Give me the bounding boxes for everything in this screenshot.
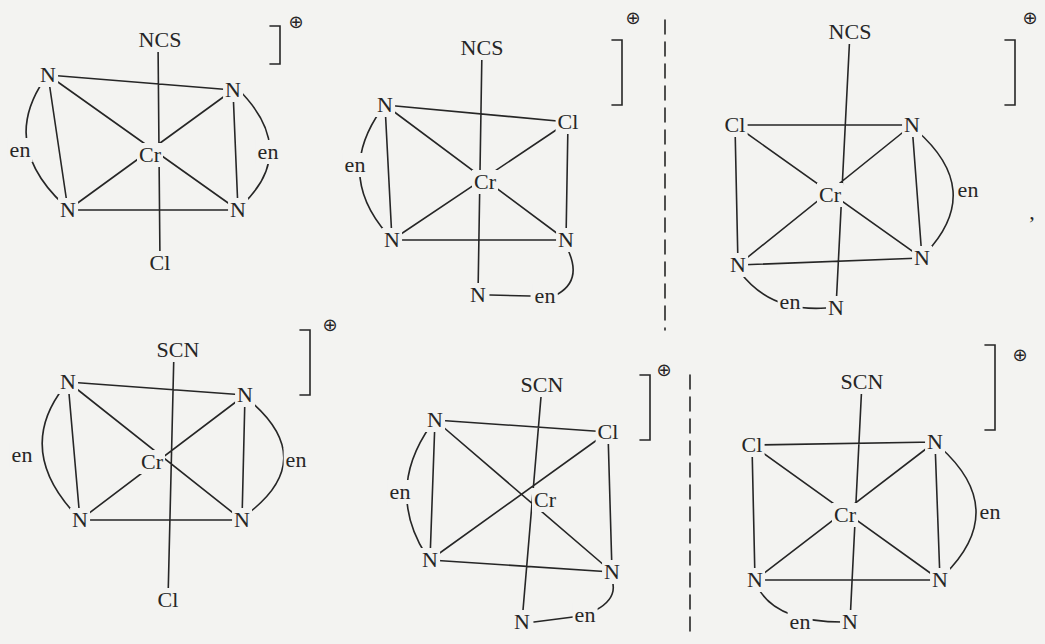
- charge: ⊕: [1020, 8, 1039, 28]
- chelate-label: en: [788, 610, 813, 634]
- donor-atom: N: [70, 508, 90, 532]
- charge: ⊕: [623, 8, 642, 28]
- ligand: SCN: [519, 373, 566, 397]
- mirror-plane: [689, 375, 691, 635]
- ligand: Cl: [740, 433, 765, 457]
- donor-atom: N: [602, 560, 622, 584]
- donor-atom: N: [556, 228, 576, 252]
- donor-atom: N: [902, 113, 922, 137]
- charge: ⊕: [320, 315, 339, 335]
- ligand: Cl: [148, 251, 173, 275]
- charge-bracket: [300, 330, 310, 395]
- donor-atom: N: [826, 296, 846, 320]
- charge: ⊕: [286, 12, 305, 32]
- donor-atom: N: [468, 283, 488, 307]
- octahedron-edges: [48, 40, 238, 263]
- chelate-label: en: [10, 443, 35, 467]
- ligand: Cl: [156, 588, 181, 612]
- chelate-label: en: [388, 480, 413, 504]
- chelate-label: en: [956, 178, 981, 202]
- donor-atom: N: [840, 610, 860, 634]
- charge-bracket: [1005, 40, 1015, 105]
- ligand: Cl: [596, 420, 621, 444]
- octahedron-edges: [430, 385, 612, 622]
- punctuation: ,: [1027, 200, 1037, 224]
- metal-atom: Cr: [137, 143, 163, 167]
- ligand: SCN: [839, 370, 886, 394]
- donor-atom: N: [382, 228, 402, 252]
- chelate-label: en: [778, 290, 803, 314]
- donor-atom: N: [745, 568, 765, 592]
- donor-atom: N: [925, 430, 945, 454]
- octahedron-edges: [385, 48, 568, 295]
- charge-bracket: [270, 26, 280, 64]
- mirror-plane: [664, 20, 666, 330]
- donor-atom: N: [912, 246, 932, 270]
- chelate-arc: [757, 447, 976, 622]
- metal-atom: Cr: [817, 183, 843, 207]
- chelate-label: en: [256, 140, 281, 164]
- donor-atom: N: [728, 253, 748, 277]
- donor-atom: N: [232, 508, 252, 532]
- donor-atom: N: [223, 78, 243, 102]
- chelate-label: en: [533, 284, 558, 308]
- ligand: NCS: [827, 20, 874, 44]
- metal-atom: Cr: [832, 503, 858, 527]
- donor-atom: N: [38, 63, 58, 87]
- metal-atom: Cr: [472, 170, 498, 194]
- charge-bracket: [640, 375, 650, 440]
- charge: ⊕: [1010, 345, 1029, 365]
- ligand: NCS: [459, 36, 506, 60]
- octahedron-edges: [68, 350, 245, 600]
- chelate-label: en: [343, 153, 368, 177]
- chelate-label: en: [8, 138, 33, 162]
- chelate-arc: [740, 130, 953, 308]
- donor-atom: N: [375, 93, 395, 117]
- chelate-arc: [407, 425, 614, 622]
- charge: ⊕: [654, 360, 673, 380]
- donor-atom: N: [235, 383, 255, 407]
- charge-bracket: [985, 345, 995, 430]
- charge-bracket: [612, 40, 622, 105]
- donor-atom: N: [512, 610, 532, 634]
- octahedron-edges: [735, 32, 922, 308]
- donor-atom: N: [420, 548, 440, 572]
- donor-atom: N: [228, 198, 248, 222]
- chelate-label: en: [284, 448, 309, 472]
- ligand: SCN: [155, 338, 202, 362]
- chelate-label: en: [573, 603, 598, 627]
- donor-atom: N: [58, 198, 78, 222]
- donor-atom: N: [930, 568, 950, 592]
- ligand: Cl: [556, 110, 581, 134]
- chelate-label: en: [978, 500, 1003, 524]
- ligand: Cl: [723, 113, 748, 137]
- metal-atom: Cr: [532, 488, 558, 512]
- ligand: NCS: [137, 28, 184, 52]
- chelate-arc: [360, 110, 574, 296]
- metal-atom: Cr: [139, 450, 165, 474]
- donor-atom: N: [58, 370, 78, 394]
- octahedron-edges: [752, 382, 940, 622]
- donor-atom: N: [425, 408, 445, 432]
